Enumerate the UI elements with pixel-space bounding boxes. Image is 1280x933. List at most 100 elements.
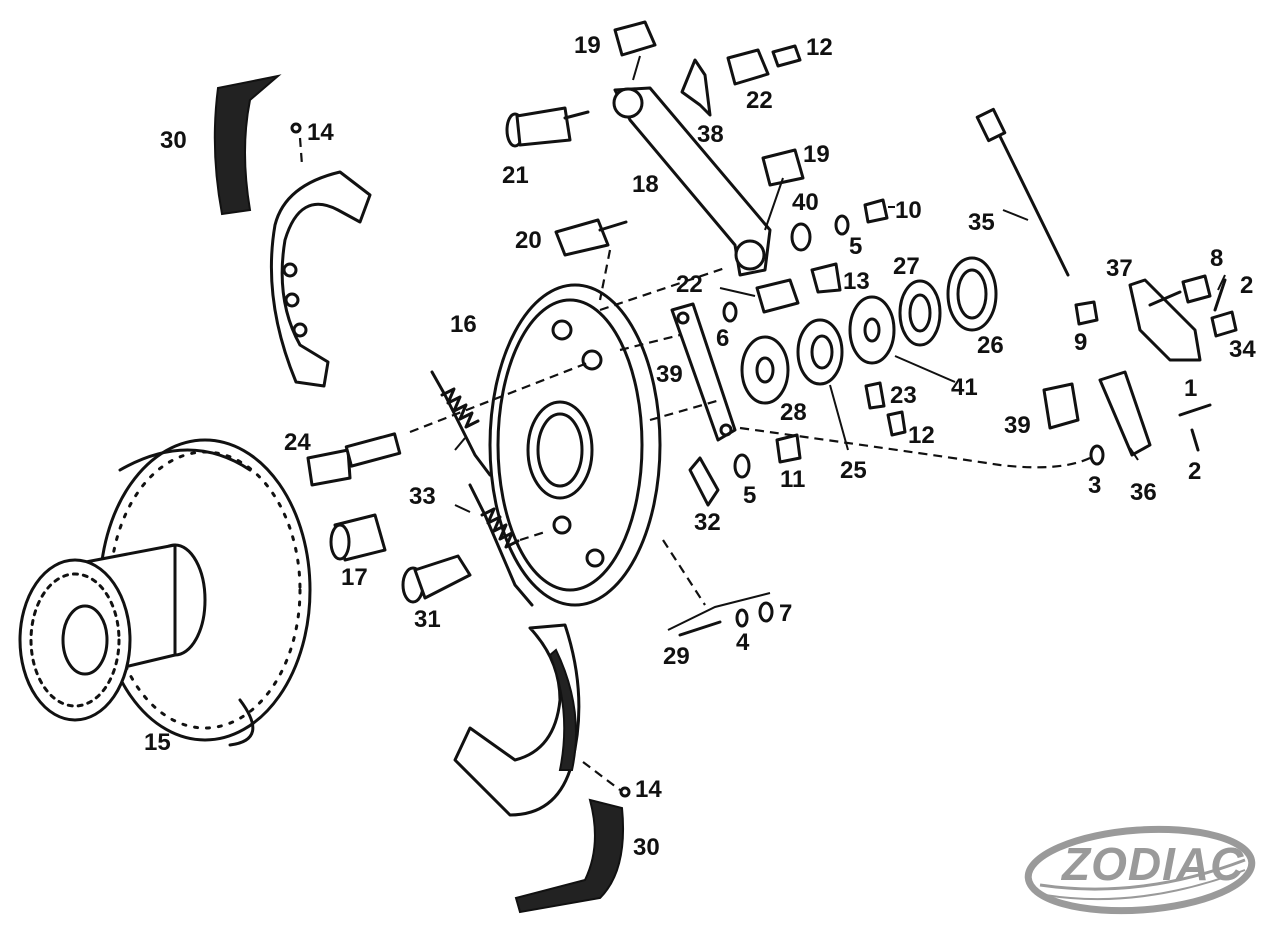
label-40: 40: [792, 189, 819, 216]
washer-28: [740, 335, 790, 405]
clip-5-top: [834, 214, 850, 236]
washer-3: [1089, 444, 1105, 466]
label-1: 1: [1184, 375, 1197, 402]
stud-20: [554, 218, 628, 257]
brake-lining-top: [213, 74, 282, 216]
screw-14-bottom: [619, 786, 631, 798]
washer-40: [790, 222, 812, 252]
label-10: 10: [895, 197, 922, 224]
label-3: 3: [1088, 472, 1101, 499]
label-13: 13: [843, 268, 870, 295]
clevis-37: [1128, 278, 1202, 362]
ring-26: [946, 256, 998, 332]
label-12: 12: [806, 34, 833, 61]
label-34: 34: [1229, 336, 1256, 363]
clip-6: [722, 301, 738, 323]
spring-upper: [430, 370, 492, 477]
brake-arm: [612, 86, 772, 277]
brake-shoe-bottom: [453, 623, 581, 817]
nut-22-top: [726, 48, 770, 86]
label-31: 31: [414, 606, 441, 633]
label-5: 5: [743, 482, 756, 509]
label-2: 2: [1188, 458, 1201, 485]
label-29: 29: [663, 643, 690, 670]
nut-19-mid: [761, 148, 805, 187]
label-32: 32: [694, 509, 721, 536]
nut-19-top: [613, 20, 657, 57]
label-30: 30: [633, 834, 660, 861]
brake-lining-bottom: [514, 798, 625, 914]
grease-fitting-top: [771, 44, 802, 68]
washer-4: [735, 608, 749, 628]
nut-7: [758, 601, 774, 623]
label-23: 23: [890, 382, 917, 409]
label-22: 22: [676, 271, 703, 298]
label-17: 17: [341, 564, 368, 591]
plate-27: [898, 279, 942, 347]
label-6: 6: [716, 325, 729, 352]
label-39: 39: [656, 361, 683, 388]
label-20: 20: [515, 227, 542, 254]
label-11: 11: [780, 466, 805, 493]
grease-fitting-13: [810, 262, 842, 294]
spring-lower: [468, 483, 534, 607]
label-12: 12: [908, 422, 935, 449]
bushing: [329, 513, 387, 562]
nut-8: [1181, 274, 1212, 304]
plate-32: [688, 456, 720, 507]
cotter-pin-2-bottom: [1190, 428, 1200, 452]
label-8: 8: [1210, 245, 1223, 272]
label-41: 41: [951, 374, 978, 401]
grease-fitting-mid: [886, 410, 907, 437]
label-25: 25: [840, 457, 867, 484]
nut-39: [1042, 382, 1080, 430]
leader-lines: [298, 55, 1226, 791]
label-28: 28: [780, 399, 807, 426]
label-30: 30: [160, 127, 187, 154]
grease-fitting-23: [864, 381, 886, 410]
label-14: 14: [307, 119, 334, 146]
label-22: 22: [746, 87, 773, 114]
label-16: 16: [450, 311, 477, 338]
brake-drum: [18, 438, 312, 747]
bushing-11: [775, 433, 802, 464]
label-33: 33: [409, 483, 436, 510]
label-9: 9: [1074, 329, 1087, 356]
label-21: 21: [502, 162, 529, 189]
nut-10: [863, 198, 889, 224]
cotter-pin-2-top: [1213, 278, 1227, 312]
label-27: 27: [893, 253, 920, 280]
bracket-38: [680, 58, 712, 117]
pivot-pin: [401, 554, 472, 604]
label-4: 4: [736, 629, 750, 656]
label-7: 7: [779, 600, 792, 627]
screw-14-top: [290, 122, 302, 134]
label-37: 37: [1106, 255, 1133, 282]
logo-text: ZODIAC: [1060, 838, 1244, 890]
label-19: 19: [803, 141, 830, 168]
lever-arm: [670, 302, 737, 442]
part-labels: 19 12 22 38 30 14 21 18 19 40 10 35 5 20…: [144, 32, 1256, 861]
label-38: 38: [697, 121, 724, 148]
label-18: 18: [632, 171, 659, 198]
pin-1: [1178, 403, 1212, 417]
label-39: 39: [1004, 412, 1031, 439]
label-35: 35: [968, 209, 995, 236]
washer-41: [848, 295, 896, 365]
label-15: 15: [144, 729, 171, 756]
brake-shoe-top: [269, 170, 372, 388]
cam-lever-25: [796, 318, 844, 386]
label-19: 19: [574, 32, 601, 59]
adjusting-rod: [975, 107, 1070, 277]
nut-9: [1074, 300, 1099, 326]
label-2: 2: [1240, 272, 1253, 299]
zodiac-logo: ZODIAC: [1024, 825, 1256, 915]
label-14: 14: [635, 776, 662, 803]
label-26: 26: [977, 332, 1004, 359]
bolt-29: [678, 620, 722, 637]
clip-5-bottom: [733, 453, 751, 479]
nut-22-mid: [755, 278, 800, 314]
bolt-34: [1210, 310, 1238, 338]
backing-plate: [488, 283, 662, 607]
